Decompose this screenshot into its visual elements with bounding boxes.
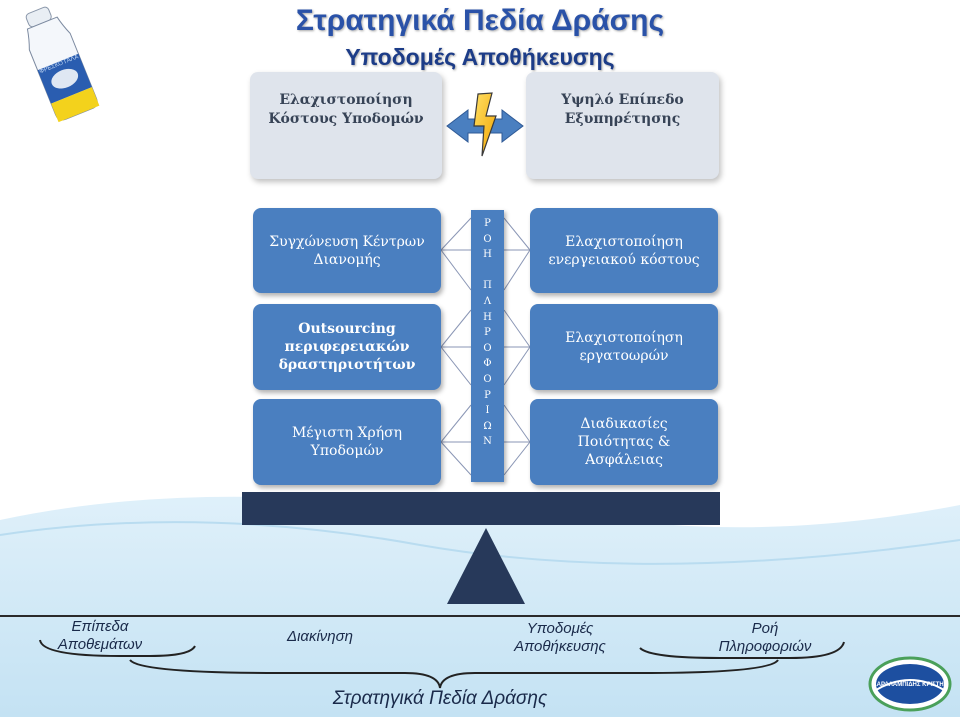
top-box-minimize-cost: Ελαχιστοποίηση Κόστους Υποδομών — [250, 72, 442, 179]
fulcrum-triangle — [447, 528, 525, 604]
page-title: Στρατηγικά Πεδία Δράσης — [295, 4, 665, 37]
connector-arrows-right — [503, 217, 531, 476]
page-subtitle: Υποδομές Αποθήκευσης — [345, 44, 615, 70]
left-box-2: Outsourcing περιφερειακών δραστηριοτήτων — [253, 304, 441, 390]
flow-letter: Λ — [483, 295, 492, 307]
water-wave — [0, 521, 960, 565]
lightning-bolt-icon — [473, 92, 497, 157]
flow-letter: Ο — [483, 233, 492, 245]
left-box-3-label: Μέγιστη Χρήση Υποδομών — [291, 425, 403, 459]
connector-arrows-left — [440, 217, 472, 476]
water-background — [0, 496, 960, 717]
flow-letter: Ν — [483, 436, 492, 448]
flow-letter: Π — [483, 280, 492, 292]
flow-letter: Φ — [483, 358, 492, 370]
right-box-3: Διαδικασίες Ποιότητας & Ασφάλειας — [530, 399, 718, 485]
right-box-1-label: Ελαχιστοποίηση ενεργειακού κόστους — [548, 233, 700, 268]
left-box-1-label: Συγχώνευση Κέντρων Διανομής — [269, 233, 425, 268]
flow-letter: Ω — [483, 420, 492, 432]
bottom-label-handling: Διακίνηση — [287, 628, 353, 645]
bottom-label-inventory: Επίπεδα Αποθεμάτων — [57, 618, 143, 653]
milk-bottle-image: ΦΡΕΣΚΟ ΓΑΛΑ — [25, 6, 100, 123]
top-box-minimize-cost-label: Ελαχιστοποίηση Κόστους Υποδομών — [268, 91, 424, 127]
flow-letter: Η — [483, 311, 492, 323]
right-brace — [639, 641, 845, 659]
flow-letter: Ο — [483, 373, 492, 385]
left-brace — [39, 639, 196, 657]
flow-letter: Η — [483, 249, 492, 261]
flow-letter: Ο — [483, 342, 492, 354]
top-box-high-service: Υψηλό Επίπεδο Εξυπηρέτησης — [526, 72, 719, 179]
top-box-high-service-label: Υψηλό Επίπεδο Εξυπηρέτησης — [561, 91, 684, 127]
large-brace — [129, 659, 779, 689]
left-box-2-label: Outsourcing περιφερειακών δραστηριοτήτων — [278, 321, 416, 373]
footer-label: Στρατηγικά Πεδία Δράσης — [332, 688, 548, 709]
balance-beam — [242, 492, 720, 525]
information-flow-bar: Ρ Ο Η Π Λ Η Ρ Ο Φ Ο Ρ Ι Ω Ν — [471, 210, 504, 482]
company-logo: ΧΑΡΑΛΑΜΠΙΔΗΣ ΚΡΙΣΤΗΣ — [868, 656, 952, 712]
right-box-2-label: Ελαχιστοποίηση εργατοωρών — [565, 330, 683, 364]
flow-letter: Ρ — [484, 218, 491, 229]
flow-letter: Ρ — [484, 327, 491, 339]
flow-letter: Ρ — [484, 389, 491, 401]
left-box-3: Μέγιστη Χρήση Υποδομών — [253, 399, 441, 485]
bottom-label-storage: Υποδομές Αποθήκευσης — [514, 620, 606, 655]
right-box-3-label: Διαδικασίες Ποιότητας & Ασφάλειας — [577, 416, 671, 468]
information-flow-letters: Ρ Ο Η Π Λ Η Ρ Ο Φ Ο Ρ Ι Ω Ν — [471, 210, 504, 450]
left-box-1: Συγχώνευση Κέντρων Διανομής — [253, 208, 441, 293]
right-box-1: Ελαχιστοποίηση ενεργειακού κόστους — [530, 208, 718, 293]
company-logo-text: ΧΑΡΑΛΑΜΠΙΔΗΣ ΚΡΙΣΤΗΣ — [873, 682, 948, 688]
flow-letter: Ι — [485, 405, 490, 417]
right-box-2: Ελαχιστοποίηση εργατοωρών — [530, 304, 718, 390]
bottom-label-info-flow: Ροή Πληροφοριών — [718, 620, 812, 655]
